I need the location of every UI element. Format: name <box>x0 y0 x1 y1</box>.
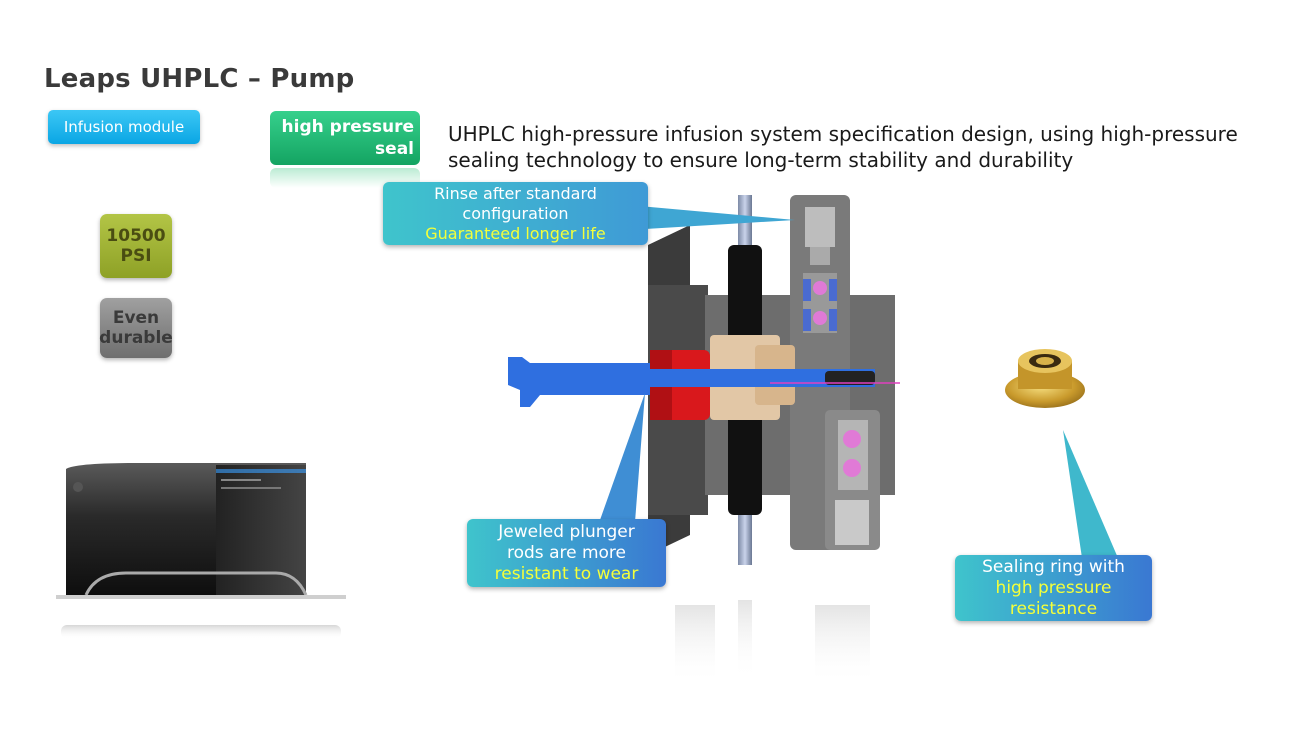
plunger-line1: Jeweled plunger <box>498 521 635 542</box>
description: UHPLC high-pressure infusion system spec… <box>448 121 1288 173</box>
pump-cross-section-diagram <box>508 195 900 685</box>
plunger-highlight: resistant to wear <box>494 563 639 584</box>
durable-line1: Even <box>112 308 160 328</box>
high-pressure-seal-tag: high pressure seal <box>270 111 420 165</box>
psi-value: 10500 <box>106 226 166 246</box>
sealing-line1: Sealing ring with <box>982 556 1125 577</box>
rinse-line2: configuration <box>462 203 569 223</box>
psi-unit: PSI <box>120 246 152 266</box>
rinse-highlight: Guaranteed longer life <box>425 223 606 243</box>
sealing-ring-image <box>1005 349 1085 408</box>
plunger-callout: Jeweled plunger rods are more resistant … <box>467 519 666 587</box>
description-line2: sealing technology to ensure long-term s… <box>448 148 1074 172</box>
tag-reflection <box>270 168 420 188</box>
sealing-ring-callout: Sealing ring with high pressure resistan… <box>955 555 1152 621</box>
high-pressure-seal-line1: high pressure <box>281 117 414 137</box>
durable-line2: durable <box>99 328 173 348</box>
sealing-highlight1: high pressure <box>995 577 1112 598</box>
durable-badge: Even durable <box>99 298 173 358</box>
sealing-highlight2: resistance <box>1009 598 1098 619</box>
infusion-module-label: Infusion module <box>63 118 185 136</box>
high-pressure-seal-line2: seal <box>375 139 414 159</box>
psi-badge: 10500 PSI <box>100 214 172 278</box>
plunger-line2: rods are more <box>507 542 626 563</box>
infusion-module-tag: Infusion module <box>48 110 200 144</box>
page-title: Leaps UHPLC – Pump <box>44 64 355 94</box>
rinse-callout: Rinse after standard configuration Guara… <box>383 182 648 245</box>
rinse-line1: Rinse after standard <box>434 183 597 203</box>
instrument-image <box>56 463 346 639</box>
description-line1: UHPLC high-pressure infusion system spec… <box>448 122 1238 146</box>
